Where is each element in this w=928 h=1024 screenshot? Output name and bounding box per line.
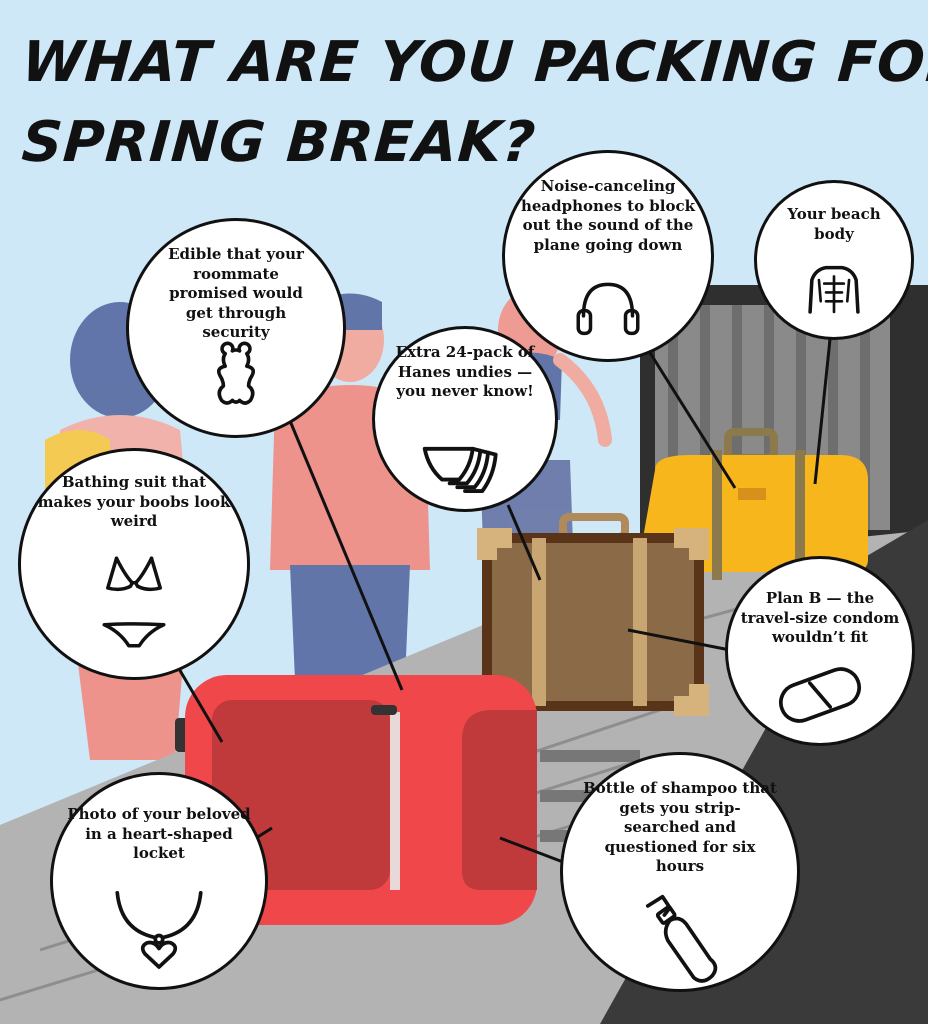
callout-plan-b: Plan B — the travel-size condom wouldn’t… <box>725 556 915 746</box>
brown-suitcase <box>477 513 709 716</box>
callout-headphones: Noise-canceling headphones to block out … <box>502 150 714 362</box>
callout-edible: Edible that your roommate promised would… <box>126 218 346 438</box>
callout-locket-text: Photo of your beloved in a heart-shaped … <box>67 805 251 862</box>
callout-edible-text: Edible that your roommate promised would… <box>168 245 304 341</box>
shampoo-bottle-icon <box>645 894 718 983</box>
gummy-bear-icon <box>216 341 256 405</box>
callout-shampoo: Bottle of shampoo that gets you strip-se… <box>560 752 800 992</box>
callout-beach-body-text: Your beach body <box>787 205 881 243</box>
pointer-lines <box>173 319 834 864</box>
callout-bathing-suit-text: Bathing suit that makes your boobs look … <box>37 473 231 530</box>
pill-icon <box>779 667 861 723</box>
callout-undies: Extra 24-pack of Hanes undies — you neve… <box>372 326 558 512</box>
heart-locket-icon <box>115 890 203 969</box>
callout-headphones-text: Noise-canceling headphones to block out … <box>520 177 696 254</box>
callout-locket: Photo of your beloved in a heart-shaped … <box>50 772 268 990</box>
bikini-icon <box>102 556 166 648</box>
red-suitcase <box>175 675 640 925</box>
underwear-icon <box>422 446 498 493</box>
headline-line-1: WHAT ARE YOU PACKING FOR <box>19 30 928 95</box>
callout-beach-body: Your beach body <box>754 180 914 340</box>
headphones-icon <box>576 282 640 336</box>
callout-plan-b-text: Plan B — the travel-size condom wouldn’t… <box>740 589 900 646</box>
headline-line-2: SPRING BREAK? <box>19 110 539 175</box>
callout-bathing-suit: Bathing suit that makes your boobs look … <box>18 448 250 680</box>
callout-undies-text: Extra 24-pack of Hanes undies — you neve… <box>395 343 535 400</box>
torso-icon <box>808 265 860 314</box>
callout-shampoo-text: Bottle of shampoo that gets you strip-se… <box>583 779 777 875</box>
